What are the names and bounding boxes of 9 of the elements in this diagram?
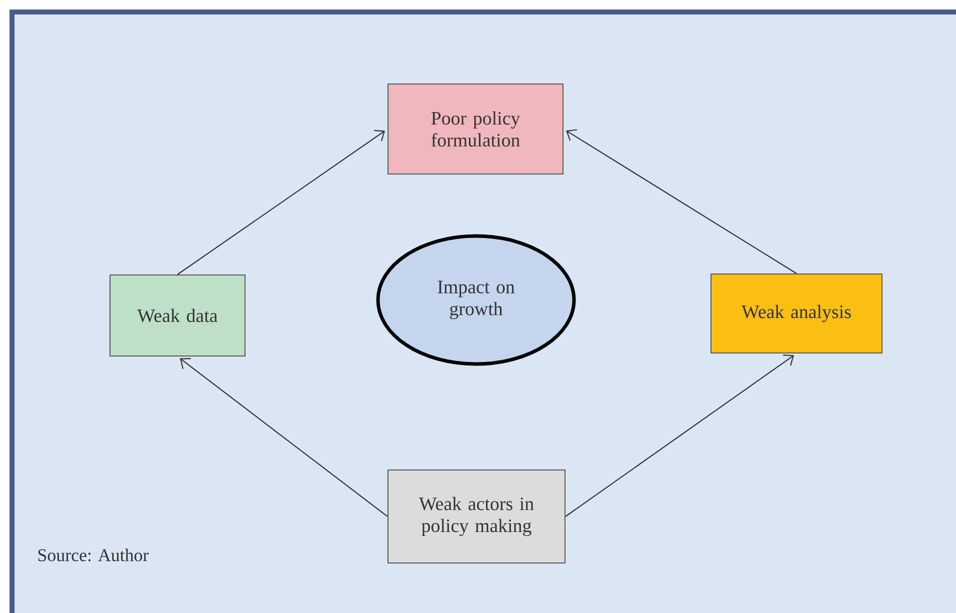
process-box: Weak actors in policy making: [388, 470, 566, 564]
arrow: [177, 130, 386, 275]
process-box: Weak data: [110, 274, 246, 356]
process-box: Poor policy formulation: [388, 84, 564, 174]
arrow: [565, 354, 794, 517]
arrow: [566, 129, 797, 274]
source-note: Source: Author: [38, 548, 149, 562]
process-box: Weak analysis: [710, 274, 882, 354]
arrow: [180, 358, 388, 517]
